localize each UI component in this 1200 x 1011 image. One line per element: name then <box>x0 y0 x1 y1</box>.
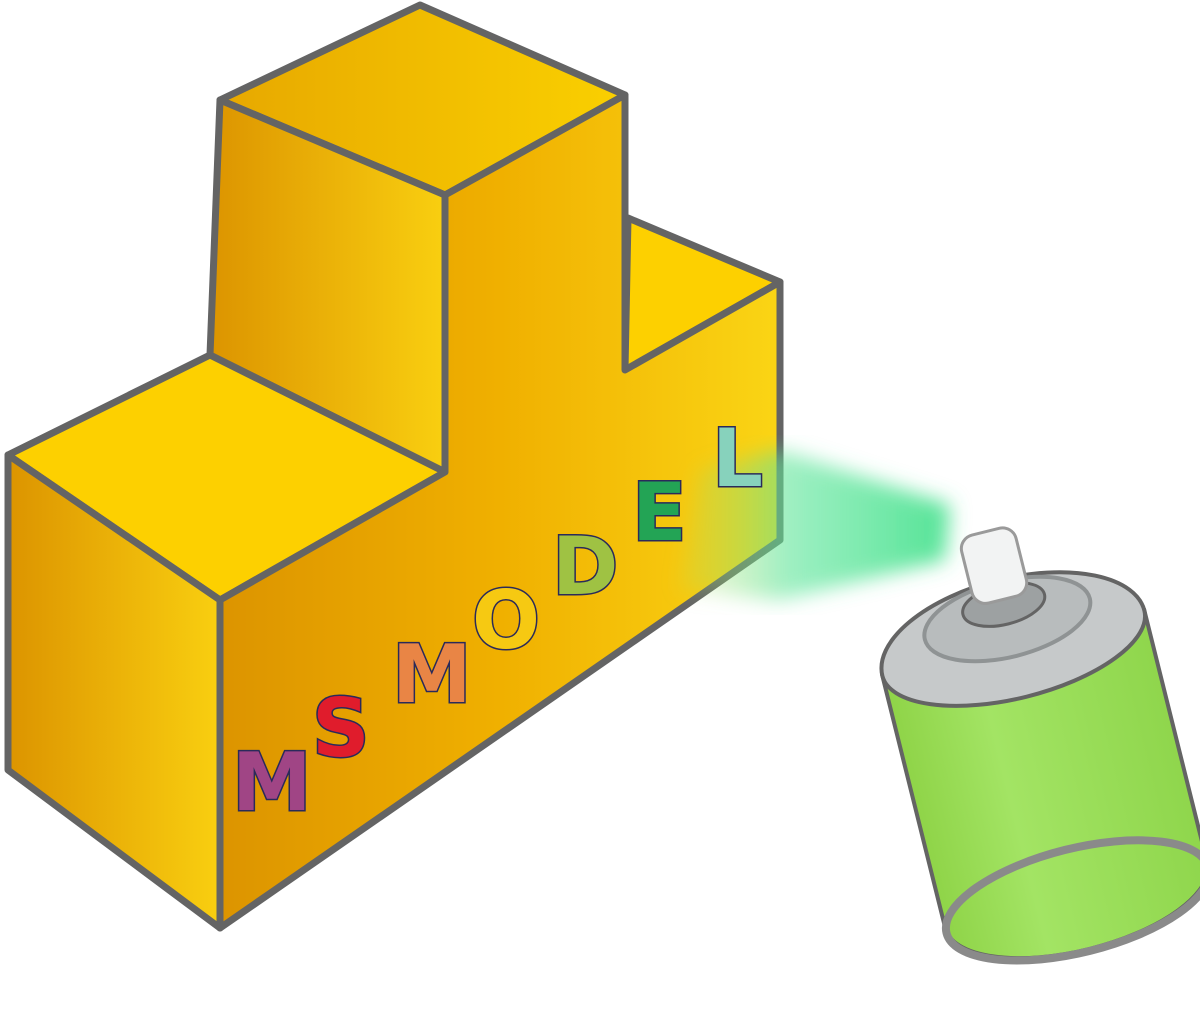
letter-e: E <box>632 466 687 559</box>
isometric-block <box>4 1 784 932</box>
spray-mist <box>680 450 950 600</box>
letter-m: M <box>232 736 312 829</box>
can-bottom-rim <box>941 836 1200 965</box>
nozzle-cap <box>959 526 1029 605</box>
letter-d: D <box>552 520 618 613</box>
letter-s: S <box>312 682 370 775</box>
letter-o: O <box>472 574 540 667</box>
graffiti-lettering: M S M O D E L <box>231 411 765 831</box>
front-face <box>216 91 784 932</box>
letter-m2: M <box>392 628 472 721</box>
letter-l: L <box>712 412 763 505</box>
spray-can <box>879 526 1200 965</box>
